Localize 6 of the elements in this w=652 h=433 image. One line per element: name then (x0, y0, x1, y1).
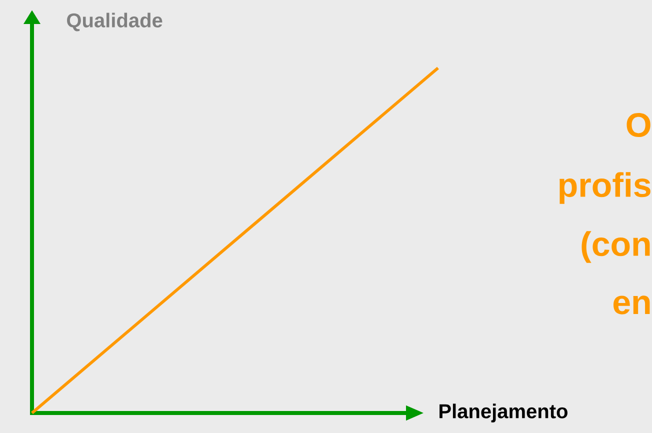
slide-text: profis (560, 172, 650, 204)
slide-text: O (626, 112, 650, 138)
axis-label: Planejamento (440, 404, 568, 422)
slide-text: en (613, 296, 650, 314)
axis-label: Qualidade (67, 12, 162, 32)
slide-text: (con (582, 231, 650, 263)
